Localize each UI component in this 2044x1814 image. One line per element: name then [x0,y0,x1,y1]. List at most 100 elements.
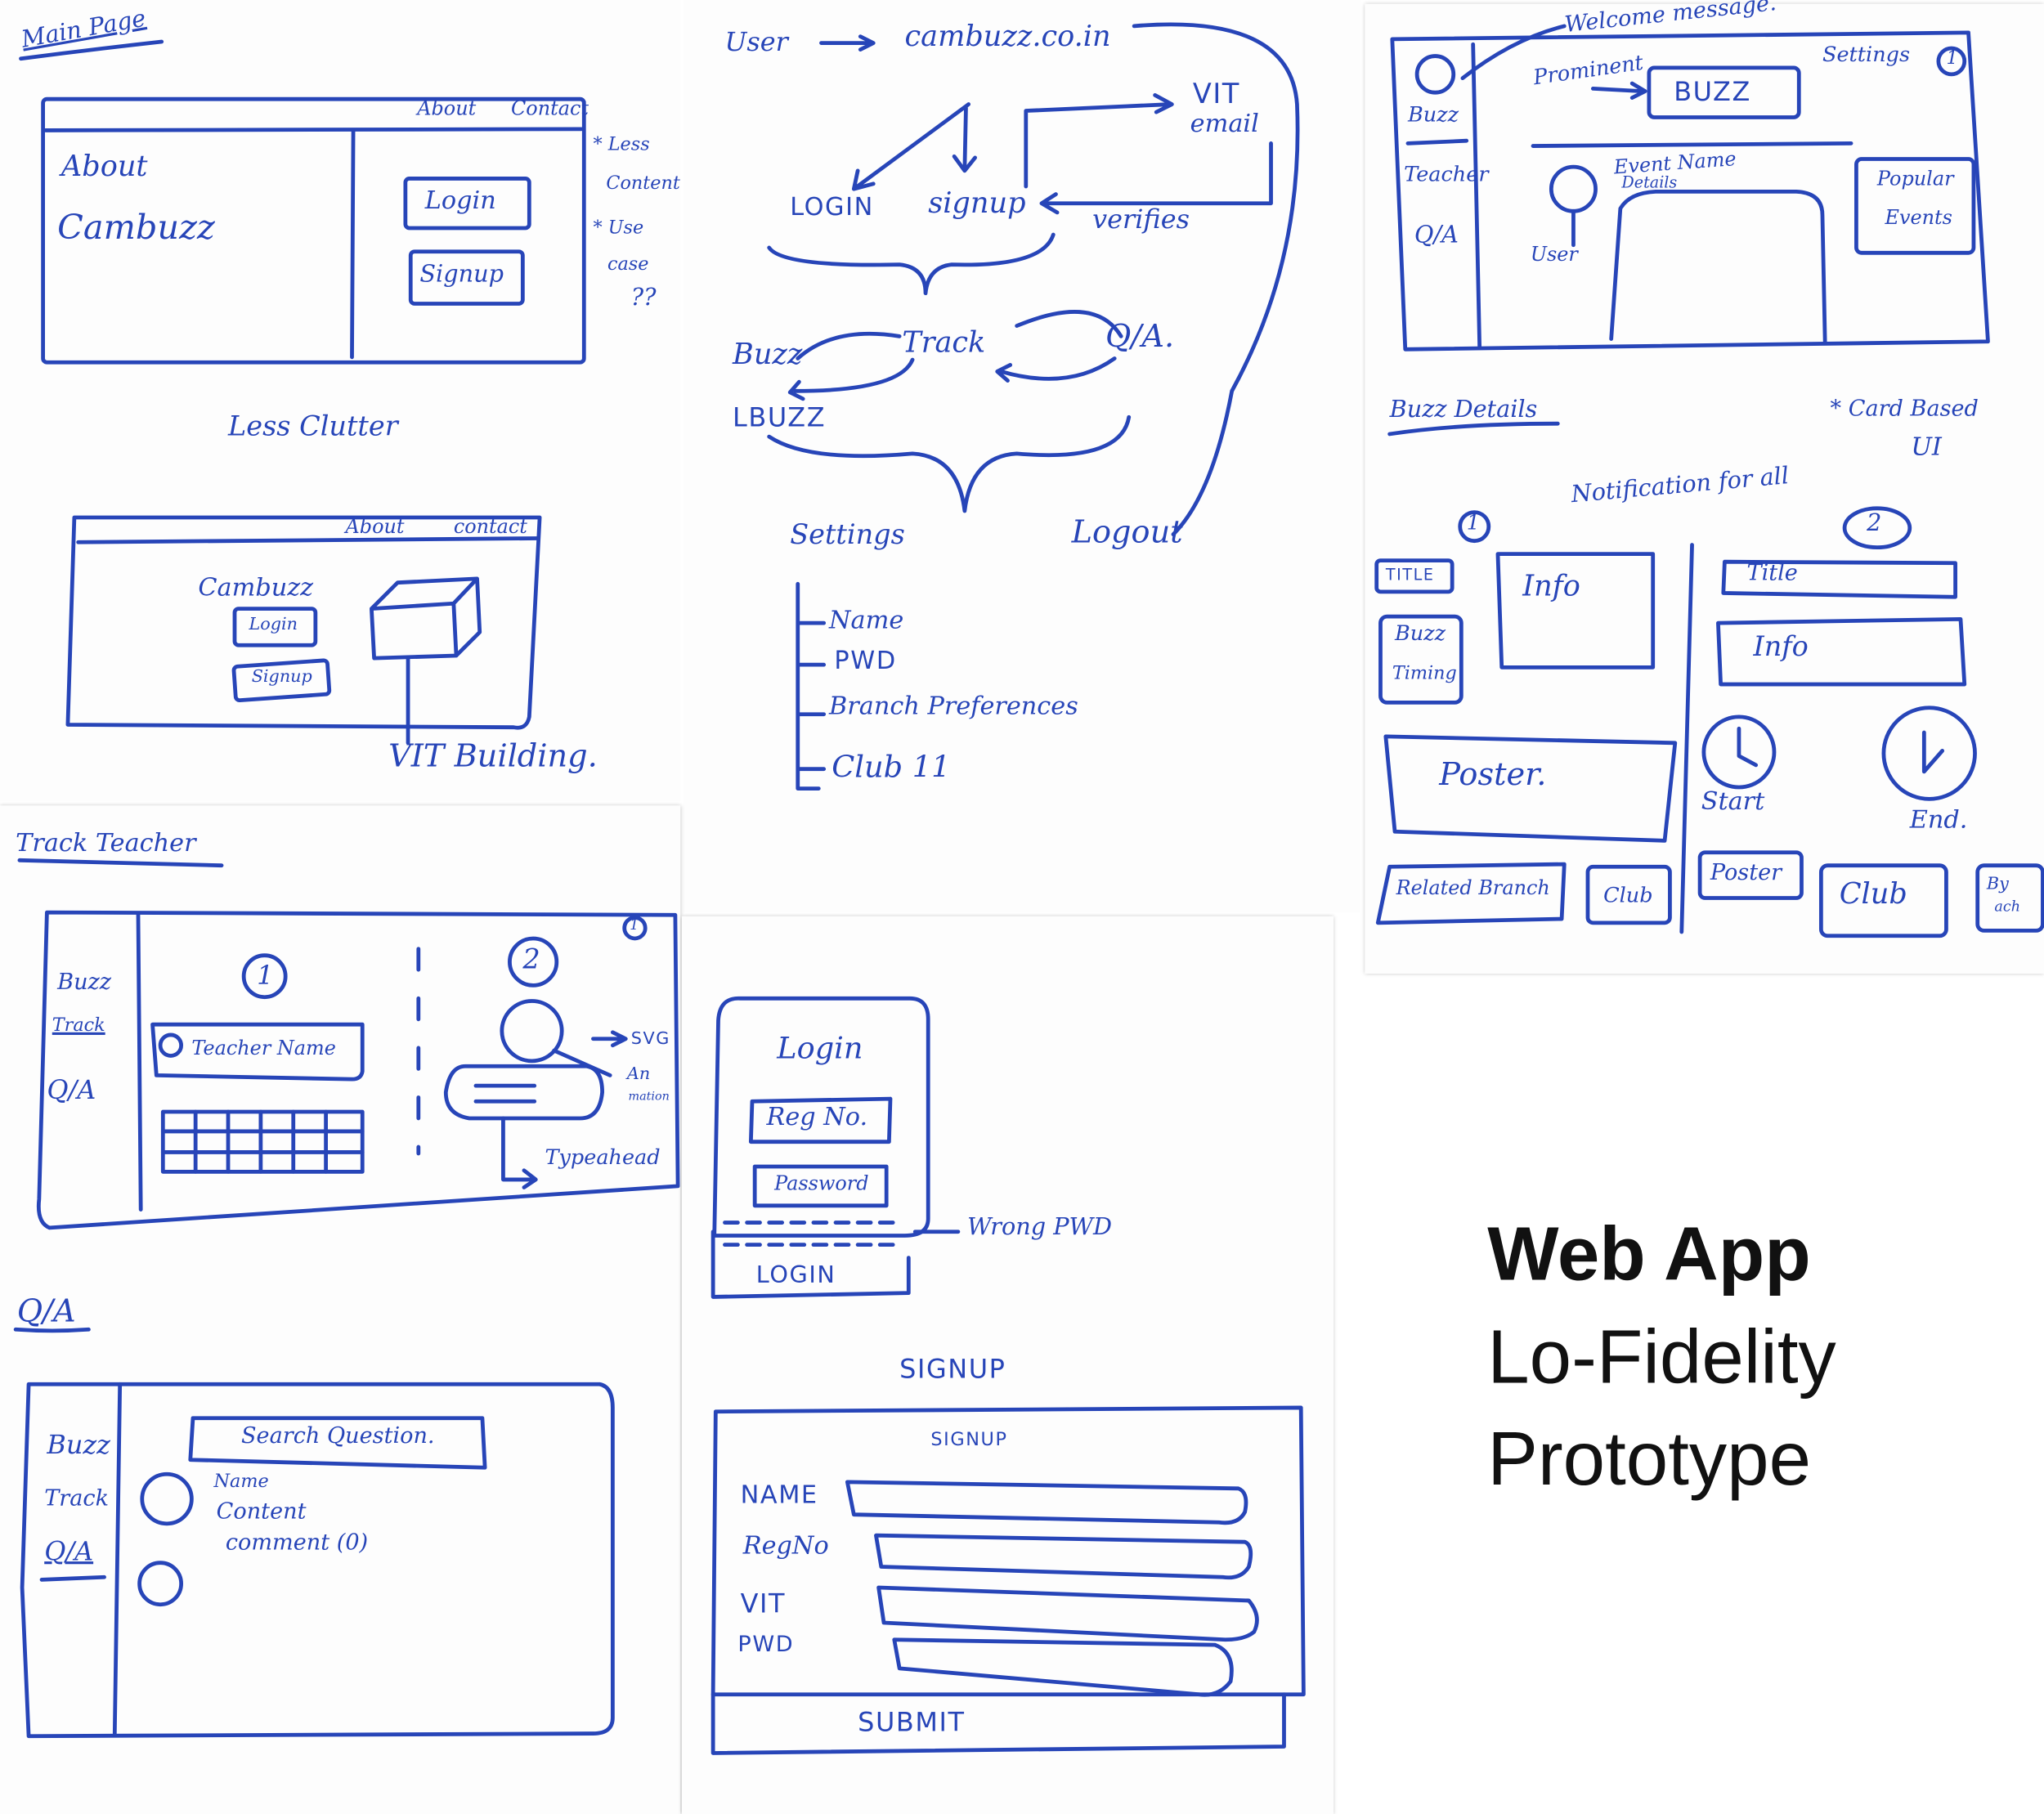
tt-anim-2: mation [628,1091,670,1104]
caption-web-app: Web App [1487,1212,1811,1297]
tt-typeahead: Typeahead [545,1144,661,1170]
caption-prototype: Prototype [1487,1417,1812,1502]
login-title: Login [777,1032,863,1067]
signup-heading: SIGNUP [899,1352,1006,1385]
login-wrong-pwd: Wrong PWD [967,1213,1113,1241]
qa-nav-qa: Q/A [44,1535,94,1567]
main-login-button: Login [424,186,496,216]
main-brand: Cambuzz [57,208,215,248]
flow-settings: Settings [790,518,905,550]
bd-num1: 1 [1466,509,1480,535]
bd-related-branch: Related Branch [1396,876,1550,900]
bd-card-ui-2: UI [1911,432,1942,462]
flow-login: LOGIN [790,192,874,222]
flow-domain: cambuzz.co.in [904,20,1111,54]
flow-email: email [1190,109,1259,139]
qa-nav-track: Track [44,1485,110,1512]
tt-num2: 2 [522,943,540,975]
main-page-alt-frame [65,515,542,746]
tt-num1: 1 [257,959,274,991]
alt-nav-contact: contact [453,514,527,539]
bd-card-ui: * Card Based [1830,396,1979,423]
bd-title2: Title [1746,560,1798,587]
bd-num2: 2 [1867,509,1882,537]
signup-label-pwd: PWD [737,1632,795,1659]
flow-settings-branch: Branch Preferences [829,692,1078,721]
signup-label-regno: RegNo [742,1531,829,1561]
qa-line-comment: comment (0) [225,1530,369,1556]
buzz-details-frame [1374,421,2044,938]
bd-title-label: TITLE [1385,565,1435,585]
login-password-field: Password [774,1171,869,1196]
flow-vit: VIT [1192,78,1240,110]
dash-settings-num: 1 [1946,47,1958,69]
flow-qa: Q/A. [1105,318,1175,355]
tt-search-teacher: Teacher Name [191,1036,336,1060]
alt-login: Login [249,615,298,635]
flow-lbuzz: LBUZZ [733,401,827,433]
bd-club: Club [1603,882,1653,907]
alt-nav-about: About [345,514,405,539]
flow-signup: signup [928,187,1026,221]
main-note-4: case [607,253,649,275]
main-about-text: About [61,150,148,184]
qa-line-name: Name [213,1471,269,1493]
flow-logout: Logout [1071,513,1183,550]
qa-line-content: Content [216,1498,307,1525]
caption-lo-fidelity: Lo-Fidelity [1487,1315,1836,1400]
dash-nav-qa: Q/A [1414,222,1459,249]
less-clutter-label: Less Clutter [228,410,398,442]
qa-title: Q/A [16,1292,76,1330]
login-reg-field: Reg No. [766,1102,868,1131]
alt-brand: Cambuzz [198,573,314,602]
dash-user: User [1530,242,1578,267]
tt-corner-num: 1 [630,916,639,934]
sheet-login-signup [681,916,1334,1814]
flow-settings-pwd: PWD [834,646,897,675]
bd-club2: Club [1839,878,1907,911]
dash-popular: Popular [1876,167,1954,190]
flow-user: User [724,25,788,58]
bd-end: End. [1909,805,1968,835]
dash-events: Events [1885,205,1952,230]
bd-buzz-timing-1: Buzz [1395,620,1446,646]
dash-nav-teacher: Teacher [1404,161,1489,186]
sheet-dashboard [1365,3,2044,974]
bd-title: Buzz Details [1389,396,1538,424]
flow-track: Track [902,327,986,361]
sheet-track-qa [0,805,681,1814]
login-frame [710,996,961,1299]
bd-by-2: ach [1994,898,2021,916]
track-teacher-frame [17,858,680,1230]
tt-nav-track: Track [52,1015,105,1037]
bd-start: Start [1701,787,1765,817]
login-button: LOGIN [755,1261,836,1289]
qa-nav-buzz: Buzz [47,1428,110,1460]
bd-info: Info [1522,571,1580,604]
bd-poster: Poster. [1439,755,1547,793]
main-nav-contact: Contact [511,96,589,120]
tt-nav-qa: Q/A [47,1073,96,1106]
dash-buzz-box: BUZZ [1674,75,1751,107]
main-signup-button: Signup [419,260,504,289]
main-nav-about: About [417,96,477,120]
main-note-5: ?? [630,284,657,312]
tt-title: Track Teacher [16,829,196,858]
main-note-3: * Use [593,217,644,239]
qa-frame [13,1327,615,1739]
main-note-2: Content [606,173,680,195]
signup-frame [710,1405,1306,1755]
alt-signup: Signup [251,667,312,688]
main-note-1: * Less [593,134,650,155]
flow-verifies: verifies [1092,203,1190,235]
bd-buzz-timing-2: Timing [1392,663,1457,685]
signup-submit: SUBMIT [858,1706,966,1738]
tt-anim-1: An [626,1064,651,1085]
flow-buzz: Buzz [733,338,803,372]
tt-nav-buzz: Buzz [57,970,112,997]
signup-label-vit: VIT [740,1587,787,1619]
signup-inner-heading: SIGNUP [930,1430,1008,1451]
flow-settings-club: Club 11 [831,750,951,785]
